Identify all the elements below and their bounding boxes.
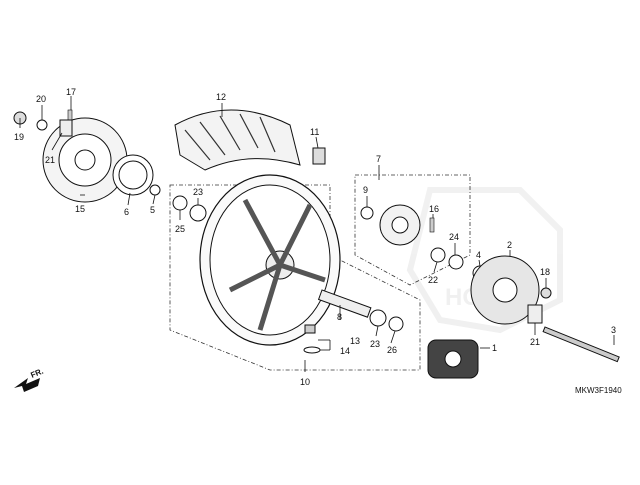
label-4: 4 [476, 250, 481, 260]
label-17: 17 [66, 87, 76, 97]
label-13: 13 [350, 336, 360, 346]
label-5: 5 [150, 205, 155, 215]
sprocket-hub [379, 204, 421, 246]
label-10: 10 [300, 377, 310, 387]
nut-18 [540, 287, 552, 299]
label-19: 19 [14, 132, 24, 142]
label-21-left: 21 [45, 155, 55, 165]
bearing-24 [448, 254, 464, 270]
valve-cap-14 [303, 346, 321, 354]
bearing-23-right [369, 309, 387, 327]
label-11: 11 [310, 127, 319, 137]
label-9: 9 [363, 185, 368, 195]
part-labels: 20 17 12 19 21 15 6 5 11 23 25 7 9 16 24… [14, 87, 616, 387]
sensor-ring [112, 154, 154, 196]
label-8: 8 [337, 312, 342, 322]
label-1: 1 [492, 343, 497, 353]
label-7: 7 [376, 154, 381, 164]
hub-assembly-box [354, 174, 471, 286]
washer-20 [36, 119, 48, 131]
label-20: 20 [36, 94, 46, 104]
bearing-23-left [189, 204, 207, 222]
clip-11 [312, 147, 326, 165]
label-2: 2 [507, 240, 512, 250]
label-18: 18 [540, 267, 550, 277]
seal-26 [388, 316, 404, 332]
seal-25 [172, 195, 188, 211]
label-24: 24 [449, 232, 459, 242]
collar-9 [360, 206, 374, 220]
spacer-5 [149, 184, 161, 196]
leader-lines [19, 96, 615, 372]
wheel-damper [427, 339, 479, 379]
label-23-right: 23 [370, 339, 380, 349]
arrow-left-icon [14, 378, 40, 392]
label-6: 6 [124, 207, 129, 217]
label-15: 15 [75, 204, 85, 214]
drive-sprocket [470, 255, 540, 325]
bearing-22 [430, 247, 446, 263]
diagram-code: MKW3F1940 [575, 386, 622, 395]
direction-label: FR. [29, 367, 44, 380]
rear-wheel [199, 174, 341, 346]
brake-disc [42, 117, 128, 203]
wheel-assembly-box [169, 184, 421, 371]
label-21-right: 21 [530, 337, 540, 347]
axle-sleeve-8 [317, 289, 372, 318]
axle-bolt-3 [542, 326, 620, 363]
label-25: 25 [175, 224, 185, 234]
label-26: 26 [387, 345, 397, 355]
label-22: 22 [428, 275, 438, 285]
tire [174, 109, 301, 171]
direction-arrow: FR. [14, 367, 45, 392]
label-3: 3 [611, 325, 616, 335]
label-12: 12 [216, 92, 226, 102]
plate-21-left [59, 119, 73, 137]
label-16: 16 [429, 204, 439, 214]
label-14: 14 [340, 346, 350, 356]
plate-21-right [527, 304, 543, 324]
label-23-left: 23 [193, 187, 203, 197]
stud-16 [429, 217, 435, 233]
valve-stem-13 [304, 324, 316, 334]
